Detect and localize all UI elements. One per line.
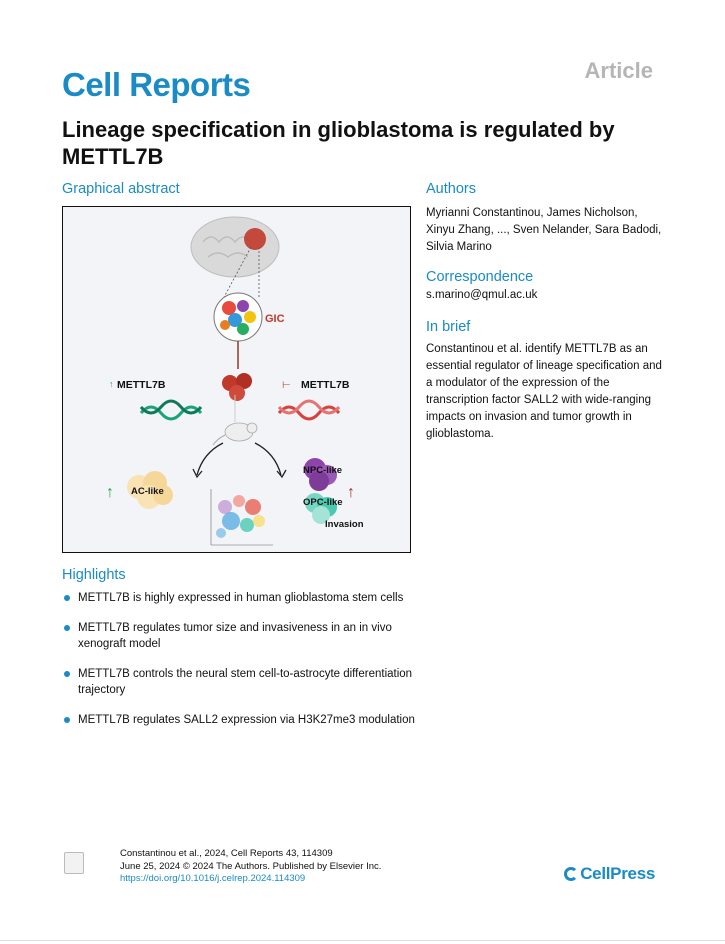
highlight-item: METTL7B is highly expressed in human gli… bbox=[62, 590, 422, 606]
check-for-updates-icon[interactable] bbox=[64, 852, 84, 874]
ac-like-cluster-icon bbox=[127, 471, 173, 509]
highlight-item: METTL7B controls the neural stem cell-to… bbox=[62, 666, 422, 698]
highlight-text: METTL7B regulates tumor size and invasiv… bbox=[78, 622, 392, 650]
highlights-list: METTL7B is highly expressed in human gli… bbox=[62, 590, 422, 742]
opc-like-label: OPC-like bbox=[303, 497, 343, 508]
in-brief-text: Constantinou et al. identify METTL7B as … bbox=[426, 343, 662, 440]
up-arrow-icon: ↑ bbox=[109, 379, 114, 389]
journal-name: Cell Reports bbox=[62, 66, 251, 103]
mettl7b-up-label: METTL7B bbox=[117, 379, 166, 391]
gic-label: GIC bbox=[265, 313, 285, 325]
npc-opc-up-arrow-icon: ↑ bbox=[347, 484, 355, 501]
highlight-text: METTL7B controls the neural stem cell-to… bbox=[78, 668, 413, 696]
mouse-icon bbox=[212, 422, 258, 446]
correspondence-heading: Correspondence bbox=[426, 269, 534, 285]
inhibit-icon: ⊢ bbox=[282, 380, 291, 391]
cellpress-wordmark: CellPress bbox=[580, 864, 655, 883]
ac-up-arrow-icon: ↑ bbox=[106, 484, 114, 501]
in-brief-heading: In brief bbox=[426, 319, 471, 335]
highlight-item: METTL7B regulates tumor size and invasiv… bbox=[62, 620, 422, 652]
highlights-heading: Highlights bbox=[62, 567, 126, 583]
page-bottom-divider bbox=[0, 940, 725, 941]
dna-green-icon bbox=[139, 399, 203, 421]
brain-icon bbox=[190, 216, 280, 278]
highlight-item: METTL7B regulates SALL2 expression via H… bbox=[62, 712, 422, 728]
dna-red-icon bbox=[277, 399, 341, 421]
copyright-line: June 25, 2024 © 2024 The Authors. Publis… bbox=[120, 860, 382, 872]
ac-like-label: AC-like bbox=[131, 486, 164, 497]
gic-sphere-icon bbox=[213, 292, 263, 342]
graphical-abstract-figure: GIC ↑ METTL7B ⊢ METTL7B bbox=[62, 206, 411, 553]
npc-like-cluster-icon bbox=[304, 458, 337, 491]
cellpress-logo: CellPress bbox=[564, 864, 655, 884]
tsne-plot-icon bbox=[210, 489, 273, 546]
cellpress-mark-icon bbox=[564, 867, 579, 881]
highlight-text: METTL7B regulates SALL2 expression via H… bbox=[78, 714, 415, 726]
highlight-text: METTL7B is highly expressed in human gli… bbox=[78, 592, 404, 604]
graphical-abstract-heading: Graphical abstract bbox=[62, 181, 180, 197]
mettl7b-inhibited-label: METTL7B bbox=[301, 379, 350, 391]
citation-line: Constantinou et al., 2024, Cell Reports … bbox=[120, 848, 333, 859]
bullet-icon bbox=[64, 671, 70, 677]
article-type-label: Article bbox=[584, 58, 653, 83]
npc-like-label: NPC-like bbox=[303, 465, 342, 476]
authors-heading: Authors bbox=[426, 181, 476, 197]
doi-link[interactable]: https://doi.org/10.1016/j.celrep.2024.11… bbox=[120, 873, 306, 884]
bullet-icon bbox=[64, 595, 70, 601]
bullet-icon bbox=[64, 625, 70, 631]
invasion-label: Invasion bbox=[325, 519, 364, 530]
graphical-abstract-illustration: GIC ↑ METTL7B ⊢ METTL7B bbox=[106, 216, 364, 546]
article-title: Lineage specification in glioblastoma is… bbox=[62, 117, 615, 169]
bullet-icon bbox=[64, 717, 70, 723]
authors-list: Myrianni Constantinou, James Nicholson, … bbox=[426, 207, 662, 253]
opc-like-cluster-icon bbox=[305, 493, 337, 524]
tumor-cluster-icon bbox=[222, 373, 252, 401]
correspondence-email[interactable]: s.marino@qmul.ac.uk bbox=[426, 289, 538, 301]
citation-footer: Constantinou et al., 2024, Cell Reports … bbox=[120, 848, 381, 886]
